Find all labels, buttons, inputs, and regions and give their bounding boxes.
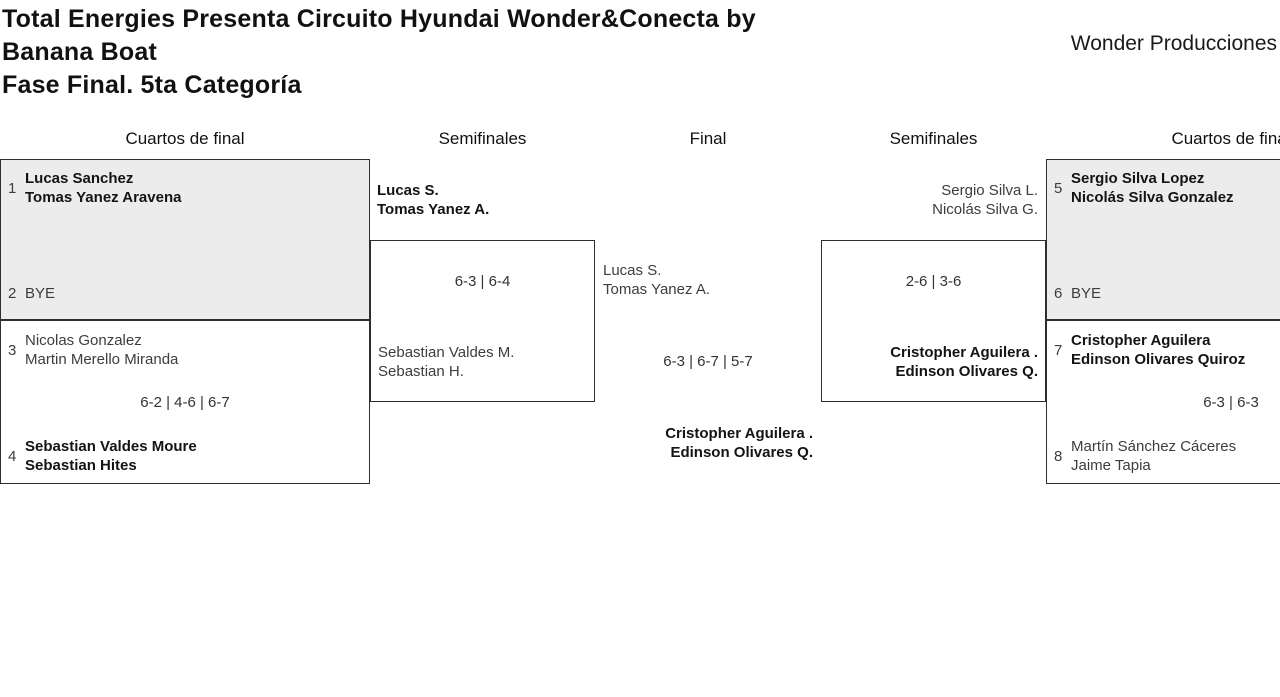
player-name: Sergio Silva Lopez (1071, 170, 1205, 187)
player-name: Jaime Tapia (1071, 457, 1151, 474)
final-team-top: Lucas S. Tomas Yanez A. (603, 261, 710, 299)
seed-number: 2 (8, 285, 17, 302)
match-box-qf-left-bottom: 3 Nicolas Gonzalez Martin Merello Mirand… (0, 320, 370, 484)
team-names: Martín Sánchez Cáceres Jaime Tapia (1071, 437, 1236, 475)
team-names: BYE (25, 285, 56, 302)
player-name: Sergio Silva L. (941, 182, 1038, 199)
player-name: Lucas Sanchez (25, 170, 134, 187)
team-names: Cristopher Aguilera Edinson Olivares Qui… (1071, 331, 1245, 369)
match-box-sf-left: 6-3 | 6-4 Sebastian Valdes M. Sebastian … (370, 240, 595, 402)
match-box-qf-right-bottom: 7 Cristopher Aguilera Edinson Olivares Q… (1046, 320, 1280, 484)
seed-number: 1 (8, 179, 17, 197)
round-header-quarterfinals-left: Cuartos de final (125, 129, 245, 148)
team-row: 5 Sergio Silva Lopez Nicolás Silva Gonza… (1054, 169, 1234, 207)
player-name: Sebastian Hites (25, 457, 137, 474)
final-score: 6-3 | 6-7 | 5-7 (663, 353, 753, 370)
team-names: BYE (1071, 285, 1102, 302)
player-name: Edinson Olivares Q. (895, 363, 1038, 380)
round-header-semifinals-right: Semifinales (889, 129, 978, 148)
team-row: 3 Nicolas Gonzalez Martin Merello Mirand… (8, 331, 178, 369)
round-header-quarterfinals-right: Cuartos de final (1171, 129, 1280, 148)
seed-number: 5 (1054, 179, 1063, 197)
final-winner-team: Cristopher Aguilera . Edinson Olivares Q… (595, 424, 813, 462)
team-names: Nicolas Gonzalez Martin Merello Miranda (25, 331, 178, 369)
seed-number: 3 (8, 341, 17, 359)
page-title-line3: Fase Final. 5ta Categoría (2, 71, 302, 99)
player-name: Tomas Yanez A. (377, 201, 490, 218)
page-title-line1: Total Energies Presenta Circuito Hyundai… (2, 5, 756, 33)
player-name: Tomas Yanez A. (603, 281, 711, 298)
player-name: Nicolas Gonzalez (25, 332, 142, 349)
match-score: 6-3 | 6-4 (454, 273, 511, 290)
player-name: Sebastian H. (378, 363, 464, 380)
match-score: 2-6 | 3-6 (905, 273, 962, 290)
seed-number: 8 (1054, 447, 1063, 465)
match-box-sf-right: 2-6 | 3-6 Cristopher Aguilera . Edinson … (821, 240, 1046, 402)
page-title-line2: Banana Boat (2, 38, 158, 66)
page-title: Total Energies Presenta Circuito Hyundai… (2, 3, 756, 102)
team-row: 4 Sebastian Valdes Moure Sebastian Hites (8, 437, 197, 475)
team-names: Sebastian Valdes Moure Sebastian Hites (25, 437, 197, 475)
team-row: 7 Cristopher Aguilera Edinson Olivares Q… (1054, 331, 1245, 369)
seed-number: 7 (1054, 341, 1063, 359)
player-name: Martín Sánchez Cáceres (1071, 438, 1237, 455)
player-name: Sebastian Valdes M. (378, 344, 515, 361)
match-score: 6-2 | 4-6 | 6-7 (140, 394, 230, 411)
player-name: Cristopher Aguilera (1071, 332, 1211, 349)
player-name: Nicolás Silva Gonzalez (1071, 189, 1234, 206)
player-name: Tomas Yanez Aravena (25, 189, 182, 206)
match-score: 6-3 | 6-3 (1203, 394, 1259, 411)
player-name: Lucas S. (603, 262, 662, 279)
round-header-final: Final (689, 129, 727, 148)
seed-number: 4 (8, 447, 17, 465)
match-box-qf-right-top: 5 Sergio Silva Lopez Nicolás Silva Gonza… (1046, 159, 1280, 320)
team-row: 8 Martín Sánchez Cáceres Jaime Tapia (1054, 437, 1236, 475)
round-header-semifinals-left: Semifinales (438, 129, 527, 148)
sf-right-top-team: Sergio Silva L. Nicolás Silva G. (821, 181, 1038, 219)
sf-left-loser-team: Sebastian Valdes M. Sebastian H. (378, 343, 514, 381)
team-row: 2 BYE (8, 284, 55, 303)
player-name: Sebastian Valdes Moure (25, 438, 197, 455)
sf-left-winner-team: Lucas S. Tomas Yanez A. (377, 181, 489, 219)
player-name: Nicolás Silva G. (932, 201, 1038, 218)
player-name: Cristopher Aguilera . (890, 344, 1038, 361)
sf-right-winner-team: Cristopher Aguilera . Edinson Olivares Q… (890, 343, 1038, 381)
player-name: Cristopher Aguilera . (665, 425, 813, 442)
team-row: 1 Lucas Sanchez Tomas Yanez Aravena (8, 169, 181, 207)
seed-number: 6 (1054, 285, 1063, 302)
team-names: Lucas Sanchez Tomas Yanez Aravena (25, 169, 181, 207)
player-name: Lucas S. (377, 182, 439, 199)
team-names: Sergio Silva Lopez Nicolás Silva Gonzale… (1071, 169, 1234, 207)
team-row: 6 BYE (1054, 284, 1101, 303)
player-name: Edinson Olivares Q. (670, 444, 813, 461)
player-name: Martin Merello Miranda (25, 351, 179, 368)
match-box-qf-left-top: 1 Lucas Sanchez Tomas Yanez Aravena 2 BY… (0, 159, 370, 320)
player-name: Edinson Olivares Quiroz (1071, 351, 1246, 368)
organizer-name: Wonder Producciones (1070, 32, 1277, 55)
